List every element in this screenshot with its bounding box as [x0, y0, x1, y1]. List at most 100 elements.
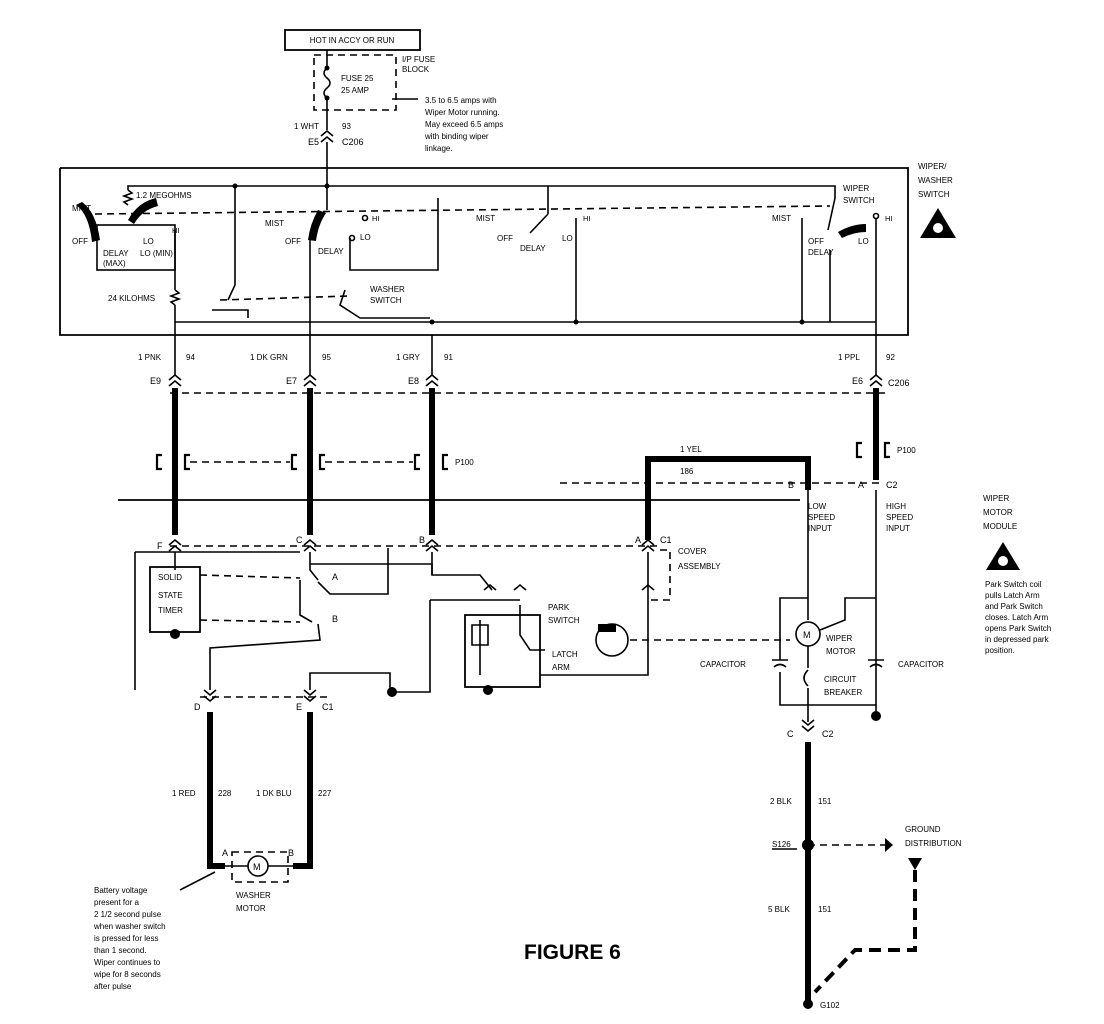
park-switch-coil	[471, 620, 489, 675]
pin-e7: E7	[286, 376, 297, 386]
ground-distribution-1: GROUND	[905, 825, 941, 834]
pin-c2-bottom: C2	[822, 729, 834, 739]
blu-wire-color: 1 DK BLU	[256, 789, 292, 798]
current-note-3: May exceed 6.5 amps	[425, 120, 503, 129]
feed-wire-color: 1 WHT	[294, 122, 319, 131]
c206-pin-e9	[168, 373, 182, 387]
fuse-block-label-2: BLOCK	[402, 65, 430, 74]
current-note-1: 3.5 to 6.5 amps with	[425, 96, 497, 105]
wire-ppl-color: 1 PPL	[838, 353, 860, 362]
park-note-3: and Park Switch	[985, 602, 1043, 611]
low-speed-3: INPUT	[808, 524, 832, 533]
cover-assembly-1: COVER	[678, 547, 707, 556]
top-rail	[127, 185, 836, 198]
wire-pnk-color: 1 PNK	[138, 353, 162, 362]
sw4-hi: HI	[885, 214, 893, 223]
latch-cam	[595, 623, 629, 657]
pin-e6: E6	[852, 376, 863, 386]
c206-feed-connector-symbol	[320, 129, 334, 143]
fuse-block-outline	[313, 54, 397, 111]
fuse-element	[323, 67, 331, 99]
park-note-2: pulls Latch Arm	[985, 591, 1040, 600]
hot-in-accy-box	[284, 29, 421, 51]
pin-a-top: A	[858, 480, 864, 490]
timer-ground-icon	[170, 629, 180, 639]
harness: 1 PNK 94 1 DK GRN 95 1 GRY 91 1 PPL 92 E…	[138, 335, 916, 535]
resistor-24-kilohm	[168, 289, 182, 306]
p100-left-label: P100	[455, 458, 474, 467]
relay-a-label: A	[332, 572, 338, 582]
pin-c-bottom: C	[787, 729, 794, 739]
wire-gry-color: 1 GRY	[396, 353, 421, 362]
washer-note-1: Battery voltage	[94, 886, 148, 895]
blu-wire	[293, 712, 313, 869]
resistor-low-label: 24 KILOHMS	[108, 294, 155, 303]
capacitor-left	[772, 659, 788, 668]
hot-label: HOT IN ACCY OR RUN	[310, 36, 395, 45]
washer-note-5: is pressed for less	[94, 934, 158, 943]
timer-label-3: TIMER	[158, 606, 183, 615]
park-note-4: closes. Latch Arm	[985, 613, 1048, 622]
blu-wire-circuit: 227	[318, 789, 332, 798]
sw4-off: OFF	[808, 237, 824, 246]
sw2-off: OFF	[285, 237, 301, 246]
sw1-lever	[76, 202, 100, 242]
fuse-rating: 25 AMP	[341, 86, 369, 95]
wiper-washer-switch: WIPER/ WASHER SWITCH WIPER SWITCH 1.2 ME…	[59, 162, 956, 336]
sw2-delay: DELAY	[318, 247, 344, 256]
high-speed-2: SPEED	[886, 513, 913, 522]
park-note-7: position.	[985, 646, 1015, 655]
c2-pin-c	[801, 719, 815, 733]
washer-note-9: after pulse	[94, 982, 132, 991]
pin-f: F	[157, 541, 163, 551]
sw2-lever	[308, 210, 326, 241]
fuse-name: FUSE 25	[341, 74, 374, 83]
washer-note-6: than 1 second.	[94, 946, 146, 955]
p100-connector-right: P100	[855, 441, 916, 459]
ground-wire2-color: 5 BLK	[768, 905, 790, 914]
timer-label-1: SOLID	[158, 573, 182, 582]
relay-b-out	[209, 623, 321, 690]
sw3-mist: MIST	[476, 214, 495, 223]
wire-grn-color: 1 DK GRN	[250, 353, 288, 362]
relay-b-label: B	[332, 614, 338, 624]
ground-point-label: G102	[820, 1001, 840, 1010]
latch-arm-bar	[598, 624, 616, 632]
capacitor-right	[868, 659, 884, 668]
washer-motor-label-2: MOTOR	[236, 904, 266, 913]
cover-pins	[483, 583, 655, 591]
washer-note-3: 2 1/2 second pulse	[94, 910, 162, 919]
relay-a-contact	[299, 580, 313, 623]
capacitor-left-label: CAPACITOR	[700, 660, 746, 669]
wiper-motor-2: MOTOR	[826, 647, 856, 656]
switch-title-1: WIPER/	[918, 162, 947, 171]
c1-pin-d	[203, 689, 217, 703]
low-speed-2: SPEED	[808, 513, 835, 522]
pin-e: E	[296, 702, 302, 712]
esd-warning-icon	[920, 208, 956, 238]
current-note-5: linkage.	[425, 144, 453, 153]
c206-pin-e7	[303, 373, 317, 387]
washer-note-7: Wiper continues to	[94, 958, 161, 967]
sw2-mist: MIST	[265, 219, 284, 228]
relay-a-out	[317, 548, 389, 595]
high-speed-3: INPUT	[886, 524, 910, 533]
washer-note-8: wipe for 8 seconds	[93, 970, 161, 979]
feed-pin: E5	[308, 137, 319, 147]
pin-c2-top: C2	[886, 480, 898, 490]
timer-label-2: STATE	[158, 591, 183, 600]
sw1-contact	[128, 198, 158, 224]
sw3-delay: DELAY	[520, 244, 546, 253]
ground-distribution-2: DISTRIBUTION	[905, 839, 962, 848]
module-title-2: MOTOR	[983, 508, 1013, 517]
yel-wire-color: 1 YEL	[680, 445, 702, 454]
latch-arm-2: ARM	[552, 663, 570, 672]
wiper-switch-label-1: WIPER	[843, 184, 869, 193]
pin-c1-bottom: C1	[322, 702, 334, 712]
park-note-1: Park Switch coil	[985, 580, 1042, 589]
cover-assembly-outline	[648, 549, 671, 601]
feed-connector: C206	[342, 137, 364, 147]
park-note-6: in depressed park	[985, 635, 1050, 644]
sw3-lo: LO	[562, 234, 573, 243]
red-wire	[207, 712, 225, 869]
